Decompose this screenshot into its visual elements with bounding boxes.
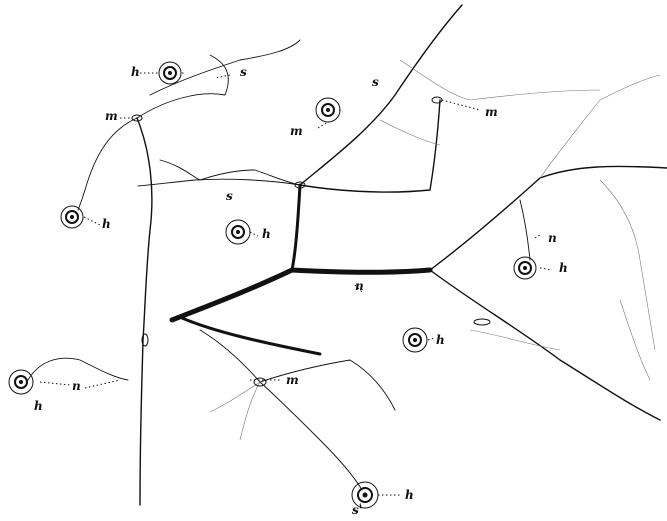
upper-right-fine [380, 60, 600, 145]
lower-mid-strand [200, 330, 362, 490]
trunk-lower-arm [182, 318, 320, 354]
hair-follicle-7 [9, 370, 33, 394]
trunk-upper-branch [292, 185, 300, 270]
hair-follicle-3 [61, 206, 83, 228]
label-h-4: h [559, 262, 568, 274]
central-cell-branch [300, 100, 440, 192]
label-n-3: n [72, 380, 81, 392]
label-n-1: n [548, 232, 557, 244]
bottom-left-arc [28, 358, 128, 380]
label-h-1: h [131, 66, 140, 78]
nerve-cell-right [474, 319, 490, 325]
label-s-1: s [240, 66, 247, 78]
label-m-4: m [286, 374, 299, 386]
left-column-nerve [137, 118, 152, 505]
trunk-right-lower [430, 270, 660, 420]
label-m-2: m [485, 106, 498, 118]
right-region-fine [470, 75, 660, 380]
lower-mid-branch [260, 360, 395, 410]
trunk-right-branch [430, 166, 667, 270]
label-h-5: h [436, 334, 445, 346]
upper-left-loop [137, 55, 228, 118]
label-s-prime: s' [352, 504, 362, 516]
main-nerve-trunk [172, 270, 430, 320]
label-s-3: s [226, 190, 233, 202]
label-h-3: h [262, 228, 271, 240]
label-n-2: n [355, 280, 364, 292]
label-h-6: h [34, 400, 43, 412]
label-m-3: m [290, 125, 303, 137]
label-h-7: h [405, 489, 414, 501]
left-cell-link [138, 179, 300, 186]
label-s-2: s [372, 76, 379, 88]
lower-cell-strands [210, 382, 260, 440]
left-arc [78, 118, 137, 210]
hair-follicle-2 [316, 98, 340, 122]
label-m-1: m [105, 110, 118, 122]
hair-follicle-5 [514, 257, 536, 279]
right-vertical-branch [520, 200, 530, 260]
hair-follicle-6 [403, 328, 427, 352]
hair-follicle-1 [159, 62, 181, 84]
label-h-2: h [102, 218, 111, 230]
hair-follicle-4 [226, 220, 250, 244]
diagonal-nerve [300, 5, 462, 185]
